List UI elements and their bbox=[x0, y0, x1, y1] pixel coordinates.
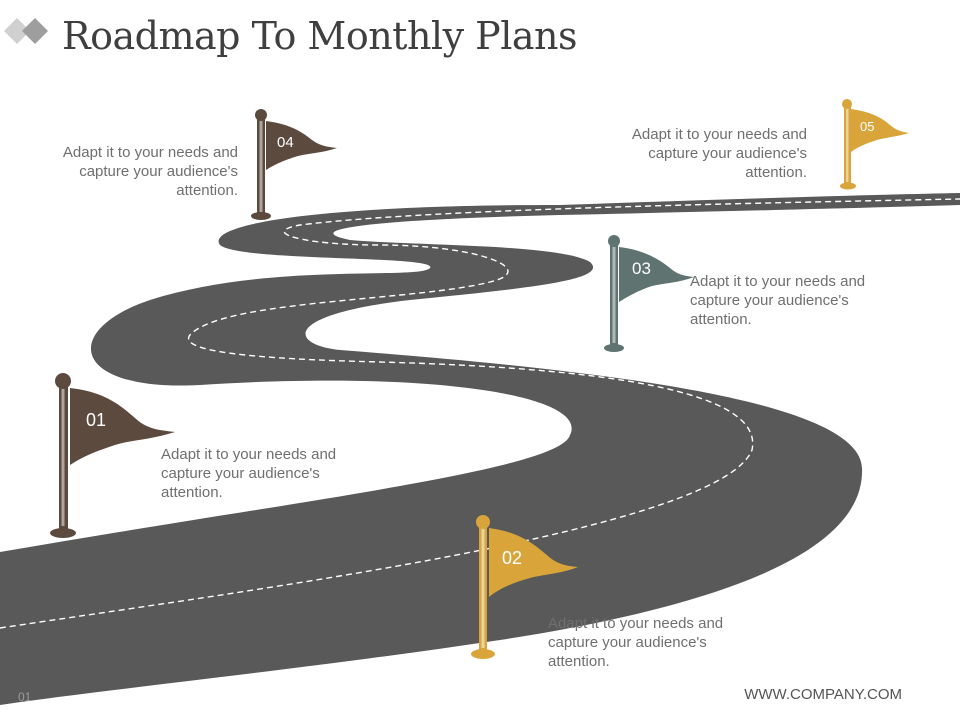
page-number: 01 bbox=[18, 690, 32, 704]
road-center-line bbox=[0, 198, 960, 629]
flag-02-number: 02 bbox=[502, 548, 523, 568]
page-title: Roadmap To Monthly Plans bbox=[62, 14, 577, 58]
milestone-02-caption: Adapt it to your needs and capture your … bbox=[548, 615, 724, 670]
milestone-03-caption: Adapt it to your needs and capture your … bbox=[690, 273, 866, 328]
milestone-04-caption: Adapt it to your needs and capture your … bbox=[62, 144, 238, 199]
company-url: WWW.COMPANY.COM bbox=[744, 686, 902, 703]
milestone-01-caption: Adapt it to your needs and capture your … bbox=[161, 446, 337, 501]
flag-01-number: 01 bbox=[86, 410, 107, 430]
flag-05-number: 05 bbox=[860, 119, 875, 134]
milestone-05-caption: Adapt it to your needs and capture your … bbox=[631, 126, 807, 181]
flag-04-number: 04 bbox=[277, 134, 294, 151]
logo-diamonds-icon bbox=[4, 18, 48, 44]
flag-03-number: 03 bbox=[632, 259, 651, 278]
